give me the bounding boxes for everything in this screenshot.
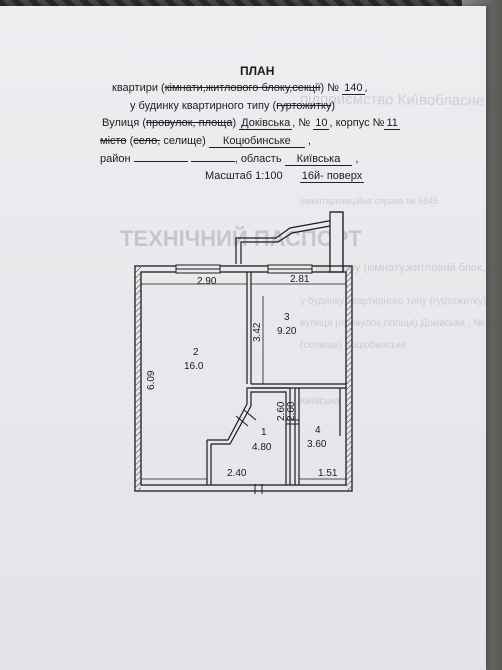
district-value bbox=[133, 161, 188, 162]
header-line-4: місто (село, селище) Коцюбинське , bbox=[100, 135, 311, 148]
dimension-wc-height: 2.60 bbox=[286, 401, 297, 421]
doors bbox=[235, 409, 299, 494]
dimension-left-height: 6.09 bbox=[146, 370, 157, 390]
line4-mid-b: селище) bbox=[163, 135, 206, 147]
outer-walls bbox=[134, 265, 353, 492]
ghost-text-h: Київська bbox=[300, 396, 340, 407]
house-prefix: , № bbox=[292, 117, 311, 129]
apartment-number: 140 bbox=[342, 82, 365, 95]
header-line-2: у будинку квартирного типу (гуртожитку) bbox=[130, 100, 335, 112]
scale-text: Масштаб 1:100 bbox=[205, 170, 283, 182]
room-3-area: 9.20 bbox=[277, 326, 297, 337]
region-value: Київська bbox=[284, 153, 353, 166]
room-4-area: 3.60 bbox=[307, 439, 327, 450]
ghost-text-b: інвентаризаційна справа № 5845 bbox=[300, 196, 439, 206]
line1-prefix: квартири ( bbox=[112, 82, 165, 94]
floor-plan bbox=[134, 211, 353, 494]
line3-prefix: Вулиця ( bbox=[102, 117, 147, 129]
floor-value: 16й- поверх bbox=[299, 170, 365, 183]
line3-struck: провулок, площа bbox=[146, 117, 233, 129]
header-line-5: район , область Київська , bbox=[100, 153, 359, 166]
ghost-text-g: (селище) Коцюбинське bbox=[300, 340, 407, 351]
dimension-lines bbox=[141, 283, 346, 480]
header-line-3: Вулиця (провулок, площа) Доківська, № 10… bbox=[102, 117, 400, 130]
room-4-number: 4 bbox=[315, 425, 321, 436]
line4-struck-b: село, bbox=[133, 135, 161, 147]
dimension-bottom-left: 2.40 bbox=[227, 468, 247, 479]
interior-walls bbox=[206, 272, 346, 485]
document-page: підприємство Київобласне бюро технічної … bbox=[0, 6, 502, 670]
district-blank bbox=[190, 161, 235, 162]
line1-struck: кімнати,житлового блоку,секції bbox=[164, 82, 321, 94]
dimension-bottom-right: 1.51 bbox=[318, 468, 338, 479]
house-number: 10 bbox=[313, 117, 330, 130]
plan-title: ПЛАН bbox=[240, 64, 275, 78]
line3-mid: ) bbox=[232, 117, 237, 129]
corpus-prefix: , корпус № bbox=[329, 117, 385, 129]
room-1-number: 1 bbox=[261, 427, 267, 438]
line4-mid-a: ( bbox=[129, 135, 134, 147]
line4-struck-a: місто bbox=[100, 135, 127, 147]
room-3-number: 3 bbox=[284, 312, 290, 323]
region-label: , область bbox=[234, 153, 282, 165]
street-name: Доківська bbox=[239, 117, 293, 130]
settlement-name: Коцюбинське bbox=[208, 135, 305, 148]
dimension-top-right: 2.81 bbox=[290, 274, 310, 285]
dimension-room3-height: 3.42 bbox=[252, 322, 263, 342]
windows bbox=[175, 264, 313, 274]
ghost-text-e: у будинку квартирного типу (гуртожитку) bbox=[300, 296, 487, 307]
header-line-1: квартири (кімнати,житлового блоку,секції… bbox=[112, 82, 368, 95]
balcony bbox=[235, 211, 344, 273]
line2-prefix: у будинку квартирного типу ( bbox=[130, 100, 277, 112]
district-label: район bbox=[100, 153, 131, 165]
room-1-area: 4.80 bbox=[252, 442, 272, 453]
line2-struck: гуртожитку bbox=[276, 100, 332, 112]
ghost-text-f: вулиця (провулок,площа) Доківська , № 10… bbox=[300, 318, 502, 329]
dimension-top-left: 2.90 bbox=[197, 276, 217, 287]
header-line-6: Масштаб 1:100 16й- поверх bbox=[205, 170, 365, 183]
room-2-area: 16.0 bbox=[184, 361, 204, 372]
line2-suffix: ) bbox=[331, 100, 336, 112]
corpus-number: 11 bbox=[384, 117, 400, 130]
line1-suffix: ) № bbox=[320, 82, 340, 94]
room-2-number: 2 bbox=[193, 347, 199, 358]
